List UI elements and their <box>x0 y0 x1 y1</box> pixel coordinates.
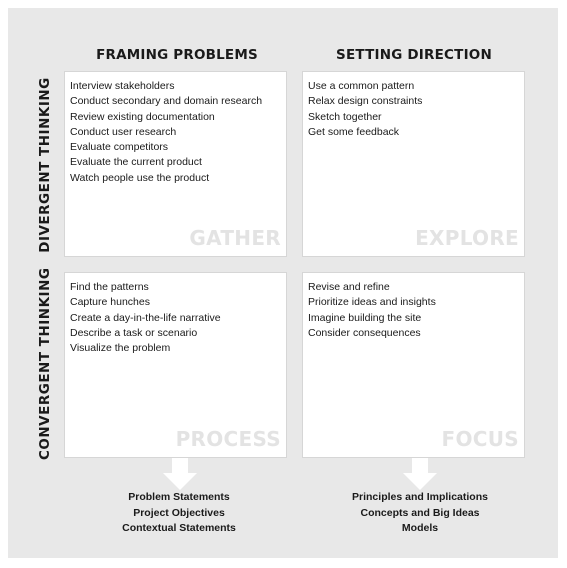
explore-list: Use a common pattern Relax design constr… <box>303 72 524 140</box>
list-item: Create a day-in-the-life narrative <box>70 311 221 324</box>
outputs-setting-direction: Principles and Implications Concepts and… <box>305 490 535 537</box>
row-header-divergent-thinking: DIVERGENT THINKING <box>37 77 53 253</box>
list-item: Evaluate the current product <box>70 156 202 169</box>
list-item: Conduct secondary and domain research <box>70 95 263 108</box>
quadrant-label-process: PROCESS <box>175 427 281 451</box>
list-item: Prioritize ideas and insights <box>308 296 436 309</box>
list-item: Conduct user research <box>70 125 177 138</box>
quadrant-focus: Revise and refine Prioritize ideas and i… <box>302 272 525 458</box>
output-item: Models <box>401 522 439 534</box>
list-item: Visualize the problem <box>70 342 171 355</box>
down-arrow-icon <box>403 458 437 490</box>
gather-list: Interview stakeholders Conduct secondary… <box>65 72 286 186</box>
list-item: Interview stakeholders <box>70 80 175 92</box>
list-item: Describe a task or scenario <box>70 326 198 339</box>
list-item: Relax design constraints <box>308 95 423 108</box>
column-header-setting-direction: SETTING DIRECTION <box>336 47 492 63</box>
list-item: Sketch together <box>308 110 382 123</box>
quadrant-explore: Use a common pattern Relax design constr… <box>302 71 525 257</box>
output-item: Concepts and Big Ideas <box>360 506 480 519</box>
list-item: Use a common pattern <box>308 80 415 92</box>
focus-list: Revise and refine Prioritize ideas and i… <box>303 273 524 341</box>
list-item: Evaluate competitors <box>70 141 169 154</box>
list-item: Watch people use the product <box>70 171 210 184</box>
list-item: Consider consequences <box>308 326 421 339</box>
quadrant-label-gather: GATHER <box>189 226 281 250</box>
quadrant-gather: Interview stakeholders Conduct secondary… <box>64 71 287 257</box>
down-arrow-icon <box>163 458 197 490</box>
quadrant-process: Find the patterns Capture hunches Create… <box>64 272 287 458</box>
output-item: Principles and Implications <box>352 491 488 503</box>
column-header-framing-problems: FRAMING PROBLEMS <box>96 47 258 63</box>
row-header-convergent-thinking: CONVERGENT THINKING <box>37 267 53 460</box>
list-item: Capture hunches <box>70 296 150 309</box>
outputs-framing-problems: Problem Statements Project Objectives Co… <box>64 490 294 537</box>
list-item: Review existing documentation <box>70 110 215 123</box>
output-item: Project Objectives <box>133 506 225 519</box>
list-item: Imagine building the site <box>308 311 422 324</box>
output-item: Contextual Statements <box>122 522 236 534</box>
quadrant-label-focus: FOCUS <box>441 427 519 451</box>
list-item: Get some feedback <box>308 125 400 138</box>
list-item: Revise and refine <box>308 281 390 293</box>
quadrant-label-explore: EXPLORE <box>415 226 519 250</box>
output-item: Problem Statements <box>128 491 230 503</box>
list-item: Find the patterns <box>70 281 149 293</box>
process-list: Find the patterns Capture hunches Create… <box>65 273 286 356</box>
